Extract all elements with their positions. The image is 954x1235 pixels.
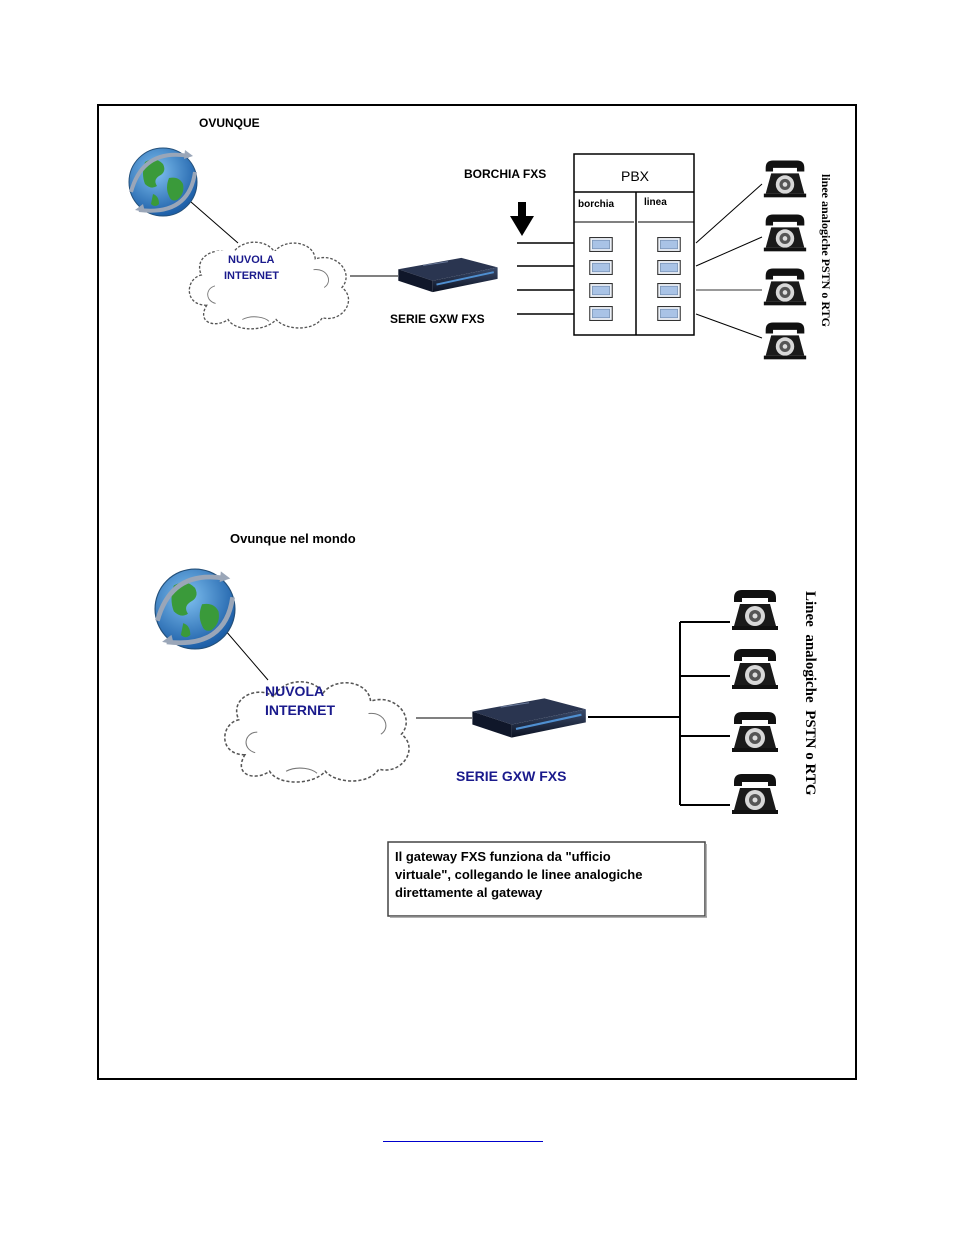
telephone-icon bbox=[763, 322, 807, 360]
globe-icon bbox=[127, 146, 199, 218]
pbx-port bbox=[589, 260, 613, 275]
pstn-line bbox=[695, 313, 763, 339]
telephone-icon bbox=[732, 649, 778, 689]
telephone-icon bbox=[732, 712, 778, 752]
pbx-col-borchia: borchia bbox=[578, 199, 615, 210]
top-cloud-label-box bbox=[215, 251, 307, 301]
pstn-line bbox=[695, 236, 763, 267]
pbx-port bbox=[657, 306, 681, 321]
top-cloud-label-line2: INTERNET bbox=[224, 270, 279, 282]
pbx-col-linea: linea bbox=[644, 197, 667, 208]
note-line-3: direttamente al gateway bbox=[395, 885, 543, 900]
bottom-diagram: Ovunque nel mondo NUVOLA INTERNET SERIE … bbox=[155, 531, 818, 918]
pbx-port bbox=[657, 260, 681, 275]
top-location-label: OVUNQUE bbox=[199, 116, 260, 130]
gateway-device-icon bbox=[397, 256, 499, 294]
bottom-cloud-label-line1: NUVOLA bbox=[265, 683, 324, 699]
note-box bbox=[387, 841, 707, 918]
telephone-icon bbox=[763, 214, 807, 252]
telephone-icon bbox=[732, 774, 778, 814]
telephone-icon bbox=[763, 160, 807, 198]
arrow-down-icon bbox=[510, 202, 534, 236]
top-globe-cloud-line bbox=[182, 194, 239, 244]
note-line-1: Il gateway FXS funziona da "ufficio bbox=[395, 849, 611, 864]
pbx-port bbox=[589, 237, 613, 252]
globe-icon bbox=[155, 569, 235, 649]
gateway-device-icon bbox=[471, 697, 587, 739]
bottom-globe-cloud-line bbox=[224, 629, 269, 681]
bottom-location-label: Ovunque nel mondo bbox=[230, 531, 356, 546]
pbx-port bbox=[657, 283, 681, 298]
top-device-label: SERIE GXW FXS bbox=[390, 312, 485, 326]
top-cloud-label-line1: NUVOLA bbox=[228, 254, 275, 266]
telephone-icon bbox=[732, 590, 778, 630]
top-diagram: OVUNQUE NUVOLA INTERNET SERIE GXW FXS BO… bbox=[127, 116, 833, 360]
bottom-vertical-label: Linee analogiche PSTN o RTG bbox=[802, 591, 818, 796]
pstn-line bbox=[695, 183, 763, 244]
footer-link[interactable] bbox=[383, 1125, 543, 1142]
telephone-icon bbox=[763, 268, 807, 306]
diagram-frame bbox=[97, 104, 857, 1080]
pbx-port bbox=[657, 237, 681, 252]
note-line-2: virtuale", collegando le linee analogich… bbox=[395, 867, 642, 882]
top-vertical-label: linee analogiche PSTN o RTG bbox=[819, 174, 833, 327]
pbx-port bbox=[589, 306, 613, 321]
bottom-device-label: SERIE GXW FXS bbox=[456, 768, 566, 784]
bottom-cloud-label-line2: INTERNET bbox=[265, 702, 335, 718]
pbx-port bbox=[589, 283, 613, 298]
pbx-title: PBX bbox=[621, 168, 650, 184]
top-fxs-port-label: BORCHIA FXS bbox=[464, 167, 546, 181]
